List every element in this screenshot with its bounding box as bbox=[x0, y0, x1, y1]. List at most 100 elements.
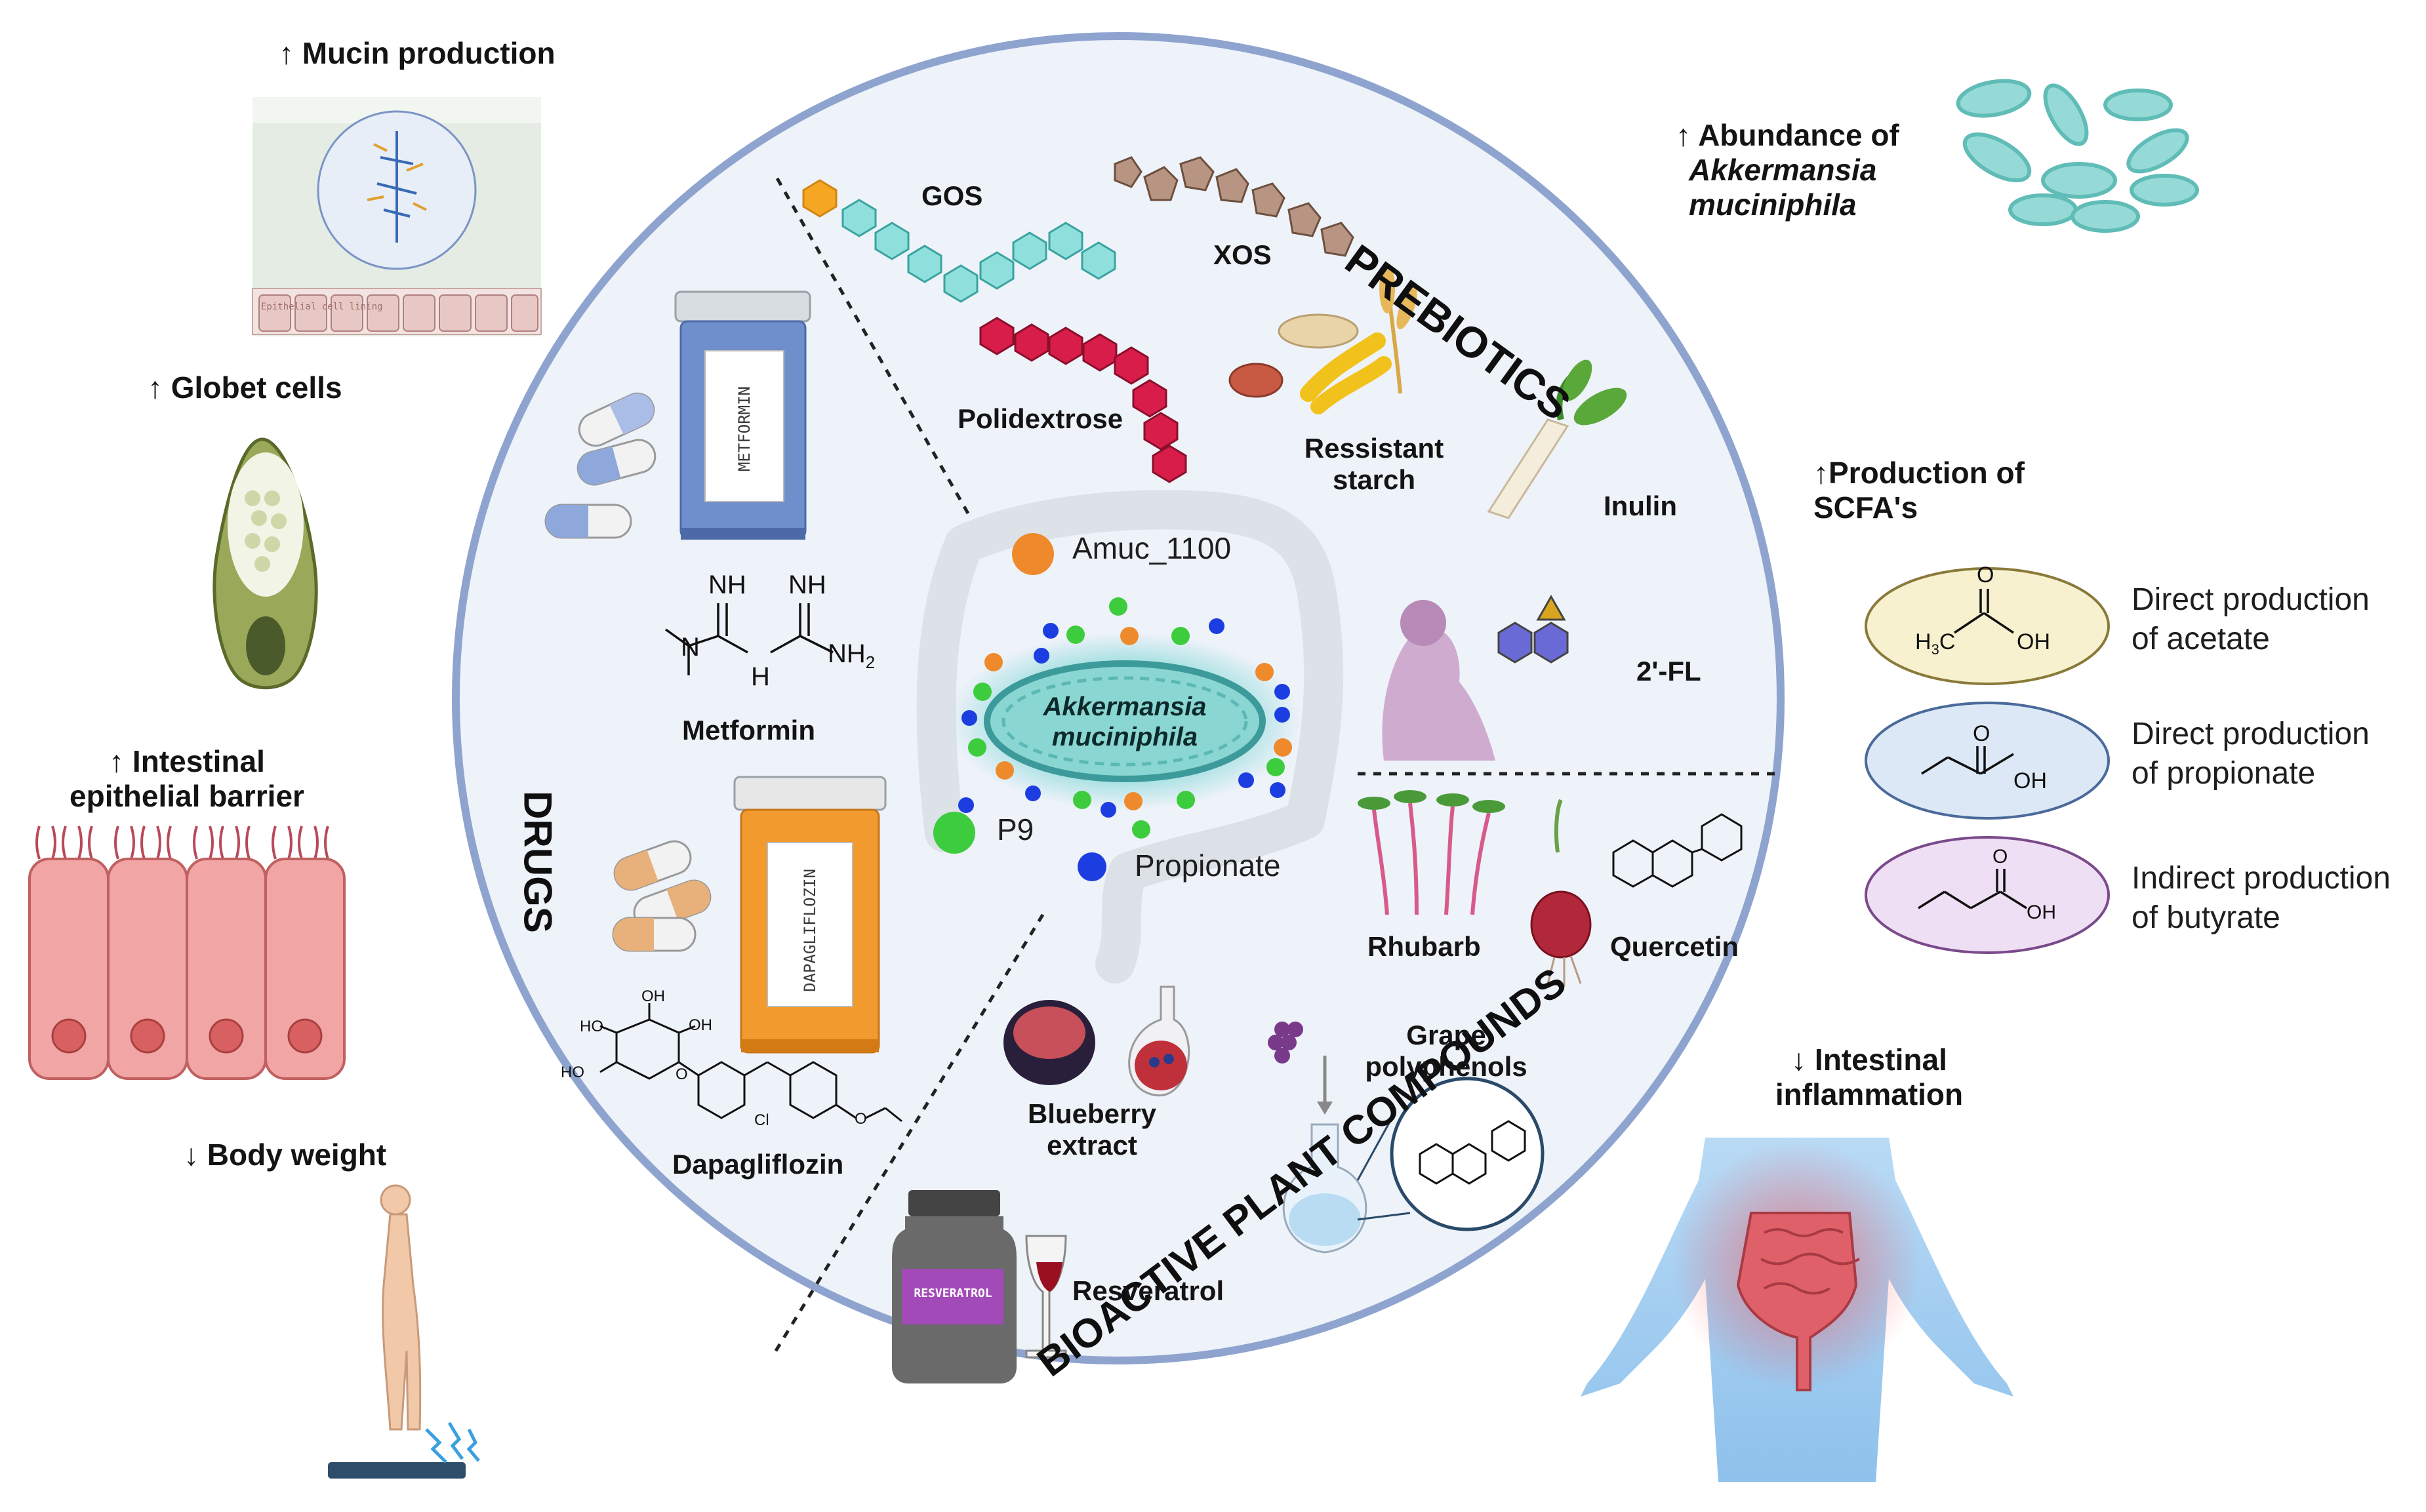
scfa-structures bbox=[1918, 589, 2027, 909]
propionate-oval bbox=[1865, 702, 2110, 820]
dapa-ho-left: HO bbox=[580, 1018, 603, 1035]
blueberry-line1: Blueberry bbox=[1027, 1098, 1157, 1129]
abundance-label: ↑ Abundance of Akkermansia muciniphila bbox=[1676, 118, 1899, 222]
resveratrol-art bbox=[892, 1190, 1067, 1383]
barrier-line2: epithelial barrier bbox=[70, 778, 304, 813]
abundance-line1: ↑ Abundance of bbox=[1676, 118, 1899, 152]
metformin-nh2: NH2 bbox=[828, 639, 875, 673]
dapa-ho-bottom: HO bbox=[561, 1064, 584, 1081]
resistant-starch-line2: starch bbox=[1332, 464, 1416, 496]
barrier-line1: ↑ Intestinal bbox=[109, 744, 265, 778]
acetate-oval bbox=[1865, 567, 2110, 685]
acetate-line2: of acetate bbox=[2132, 622, 2270, 656]
weight-label: ↓ Body weight bbox=[184, 1138, 387, 1172]
butyrate-oh: OH bbox=[2027, 902, 2056, 923]
dapa-oh-right: OH bbox=[689, 1016, 712, 1034]
propionate-production-line2: of propionate bbox=[2132, 756, 2316, 791]
dapa-o-ring: O bbox=[676, 1065, 688, 1083]
metformin-nh2-text: NH bbox=[828, 639, 866, 668]
acetate-h3c: H3C bbox=[1915, 629, 1955, 658]
inflammation-body-art bbox=[1581, 1138, 2013, 1482]
propionate-oh: OH bbox=[2013, 768, 2047, 793]
metformin-structure bbox=[664, 603, 834, 675]
epithelial-lining-caption: Epithelial cell lining bbox=[261, 302, 383, 312]
dapa-oh-top: OH bbox=[641, 987, 665, 1005]
blueberry-line2: extract bbox=[1047, 1130, 1137, 1161]
acetate-label: Direct production of acetate bbox=[2132, 580, 2370, 659]
akkermansia-cells-art bbox=[1956, 79, 2199, 233]
section-title-drugs: DRUGS bbox=[516, 791, 560, 933]
abundance-line3: muciniphila bbox=[1689, 187, 1857, 222]
metformin-bottle bbox=[674, 290, 811, 540]
dapagliflozin-structure bbox=[599, 1003, 902, 1123]
resistant-starch-line1: Ressistant bbox=[1304, 433, 1444, 464]
metformin-n: N bbox=[681, 633, 700, 662]
blueberry-label: Blueberry extract bbox=[1003, 1098, 1181, 1162]
2fl-label: 2'-FL bbox=[1636, 656, 1701, 686]
metformin-capsules bbox=[544, 392, 657, 539]
metformin-bottle-label: METFORMIN bbox=[735, 386, 754, 472]
abundance-line2: Akkermansia bbox=[1689, 152, 1877, 187]
butyrate-o: O bbox=[1992, 846, 2008, 867]
polidextrose-chain bbox=[979, 317, 1187, 483]
dapagliflozin-label: Dapagliflozin bbox=[672, 1149, 844, 1180]
scfa-title-line1: ↑Production of bbox=[1813, 456, 2025, 490]
bacterium-name-line1: Akkermansia bbox=[1043, 692, 1207, 721]
dapagliflozin-bottle-label: DAPAGLIFLOZIN bbox=[801, 869, 819, 992]
metformin-nh-2: NH bbox=[788, 570, 826, 599]
mucin-label: ↑ Mucin production bbox=[279, 36, 556, 70]
quercetin-label: Quercetin bbox=[1610, 931, 1739, 962]
butyrate-line2: of butyrate bbox=[2132, 900, 2280, 935]
bacterium-name: Akkermansia muciniphila bbox=[1036, 692, 1213, 752]
acetate-oh: OH bbox=[2017, 629, 2050, 654]
bacterium-body bbox=[984, 660, 1266, 782]
propionate-label: Propionate bbox=[1135, 848, 1281, 883]
propionate-dot-legend bbox=[1078, 852, 1106, 881]
inulin-art bbox=[1487, 359, 1627, 519]
divider-drugs-plants bbox=[772, 913, 1045, 1355]
grape-label: Grape polyphenols bbox=[1354, 1020, 1538, 1083]
inflammation-line1: ↓ Intestinal bbox=[1791, 1043, 1947, 1077]
rhubarb-art bbox=[1358, 790, 1505, 915]
metformin-label: Metformin bbox=[682, 715, 815, 746]
resistant-starch-label: Ressistant starch bbox=[1285, 433, 1463, 496]
goblet-cell-art bbox=[212, 437, 318, 690]
grape-art bbox=[1268, 1022, 1545, 1254]
p9-dot bbox=[933, 812, 975, 854]
metformin-nh-1: NH bbox=[708, 570, 746, 599]
bacterium-name-line2: muciniphila bbox=[1051, 723, 1198, 751]
scfa-title-line2: SCFA's bbox=[1813, 490, 1918, 525]
dapagliflozin-capsules bbox=[612, 840, 712, 952]
barrier-label: ↑ Intestinal epithelial barrier bbox=[39, 744, 334, 814]
acetate-line1: Direct production bbox=[2132, 582, 2370, 617]
scfa-ovals bbox=[1865, 567, 2110, 954]
grape-line1: Grape bbox=[1406, 1020, 1486, 1050]
polidextrose-label: Polidextrose bbox=[958, 403, 1123, 434]
butyrate-label: Indirect production of butyrate bbox=[2132, 859, 2391, 938]
dapa-o-ether: O bbox=[855, 1110, 867, 1128]
xos-chain bbox=[1114, 156, 1354, 257]
2fl-art bbox=[1382, 594, 1569, 761]
xos-label: XOS bbox=[1213, 239, 1272, 270]
mucin-art bbox=[252, 97, 542, 336]
divider-drugs-prebiotics bbox=[775, 177, 973, 519]
metformin-nh2-sub: 2 bbox=[865, 652, 876, 672]
acetate-o: O bbox=[1977, 563, 1994, 587]
gos-label: GOS bbox=[921, 180, 983, 211]
inflammation-line2: inflammation bbox=[1775, 1077, 1964, 1111]
acetate-h: H bbox=[1915, 629, 1931, 654]
amuc-dot bbox=[1012, 533, 1054, 575]
grape-line2: polyphenols bbox=[1365, 1051, 1527, 1083]
gos-chain bbox=[802, 179, 1116, 303]
p9-label: P9 bbox=[997, 812, 1034, 846]
inflammation-label: ↓ Intestinal inflammation bbox=[1725, 1043, 2013, 1112]
metabolite-dots bbox=[933, 533, 1292, 881]
acetate-c: C bbox=[1939, 629, 1956, 654]
butyrate-line1: Indirect production bbox=[2132, 861, 2391, 896]
epithelial-barrier-art bbox=[28, 826, 346, 1080]
body-weight-art bbox=[328, 1184, 480, 1479]
dapa-cl: Cl bbox=[754, 1111, 769, 1129]
onion-art bbox=[1530, 799, 1592, 987]
intestine-outline bbox=[916, 490, 1344, 984]
propionate-production-line1: Direct production bbox=[2132, 717, 2370, 751]
